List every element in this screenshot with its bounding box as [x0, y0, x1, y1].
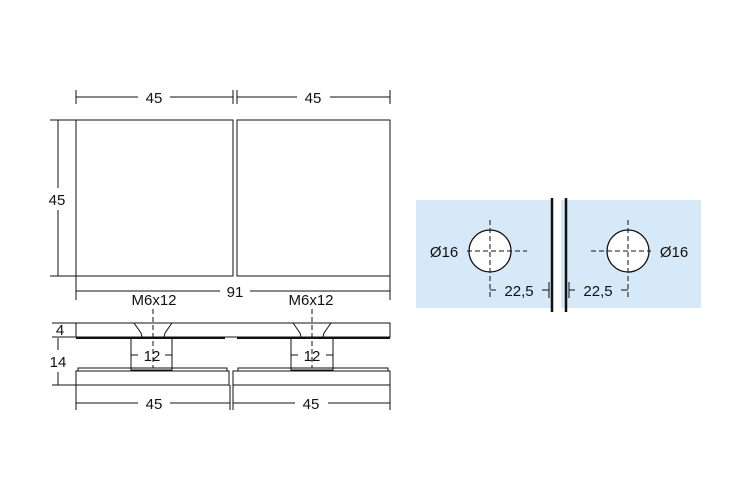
top-plate	[75, 322, 391, 338]
dim-plate-thickness: 4	[56, 322, 64, 339]
diameter-left: Ø16	[430, 244, 458, 261]
stud-left	[130, 337, 173, 371]
dim-total-width: 91	[227, 284, 244, 301]
thread-label-right: M6x12	[288, 292, 333, 309]
dim-top-right: 45	[305, 90, 322, 107]
dim-height: 45	[49, 192, 66, 209]
bottom-plate-left	[75, 370, 230, 386]
offset-left: 22,5	[504, 283, 533, 300]
dim-gap: 14	[50, 354, 67, 371]
side-view: M6x12 M6x12 12 12 4 14 45 45	[50, 292, 391, 413]
plate-right	[236, 119, 391, 277]
offset-right: 22,5	[583, 283, 612, 300]
dim-top-left: 45	[146, 90, 163, 107]
diameter-right: Ø16	[660, 244, 688, 261]
hole-detail: Ø16 Ø16 22,5 22,5	[416, 198, 701, 314]
thread-label-left: M6x12	[131, 292, 176, 309]
dim-bottom-right: 45	[303, 396, 320, 413]
stud-dim-right: 12	[304, 348, 321, 365]
dim-bottom-left: 45	[146, 396, 163, 413]
stud-dim-left: 12	[144, 348, 161, 365]
bottom-plate-right	[232, 370, 391, 386]
top-view: 45 45 45 91	[49, 90, 391, 301]
stud-right	[290, 337, 334, 371]
plate-left	[75, 119, 234, 277]
